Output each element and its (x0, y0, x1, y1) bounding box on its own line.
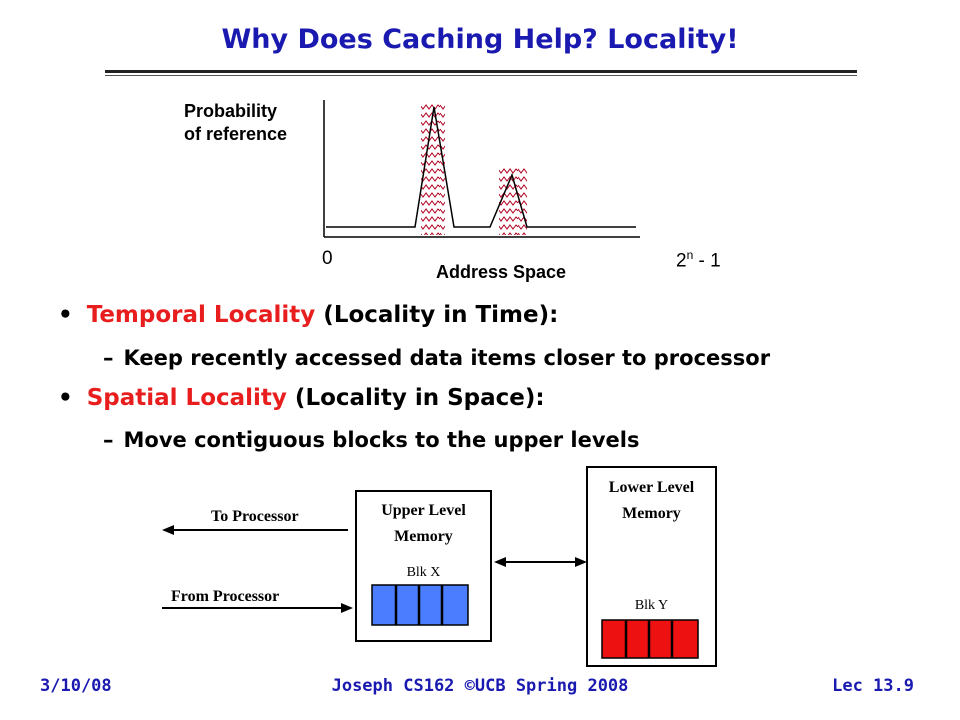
from-processor-arrowhead (341, 603, 353, 613)
title-underline (105, 70, 857, 73)
lower-level-label-line2: Memory (622, 505, 681, 522)
bullet-temporal: •Temporal Locality (Locality in Time): (58, 302, 559, 328)
locality-graph (323, 100, 640, 238)
transfer-arrowhead-right (575, 557, 587, 567)
graph-ylabel-line2: of reference (184, 124, 288, 144)
bullet-spatial: •Spatial Locality (Locality in Space): (58, 385, 545, 411)
to-processor-arrowhead (162, 525, 174, 535)
graph-xlabel: Address Space (436, 262, 567, 282)
blk-y-block (601, 619, 699, 659)
lower-level-label-line1: Lower Level (608, 479, 695, 496)
graph-ylabel-line1: Probability (184, 101, 278, 121)
blk-x-block (371, 584, 469, 626)
x-end-label: 2n - 1 (676, 248, 721, 272)
title-underline-thin (105, 75, 857, 76)
sub-bullet-spatial: –Move contiguous blocks to the upper lev… (103, 428, 640, 452)
sub-bullet-temporal: –Keep recently accessed data items close… (103, 346, 771, 370)
blk-x-label: Blk X (406, 565, 441, 580)
slide-title: Why Does Caching Help? Locality! (221, 24, 739, 55)
footer-date: 3/10/08 (40, 676, 112, 696)
reference-curve (326, 106, 636, 228)
footer-course: Joseph CS162 ©UCB Spring 2008 (331, 676, 629, 696)
transfer-arrowhead-left (494, 557, 506, 567)
x-start-label: 0 (322, 248, 333, 269)
from-processor-label: From Processor (171, 588, 280, 605)
memory-arrows (162, 525, 587, 613)
blk-y-label: Blk Y (634, 598, 669, 613)
footer-lecture: Lec 13.9 (832, 676, 914, 696)
to-processor-label: To Processor (211, 508, 299, 525)
upper-level-label-line1: Upper Level (381, 502, 466, 519)
upper-level-label-line2: Memory (394, 528, 453, 545)
